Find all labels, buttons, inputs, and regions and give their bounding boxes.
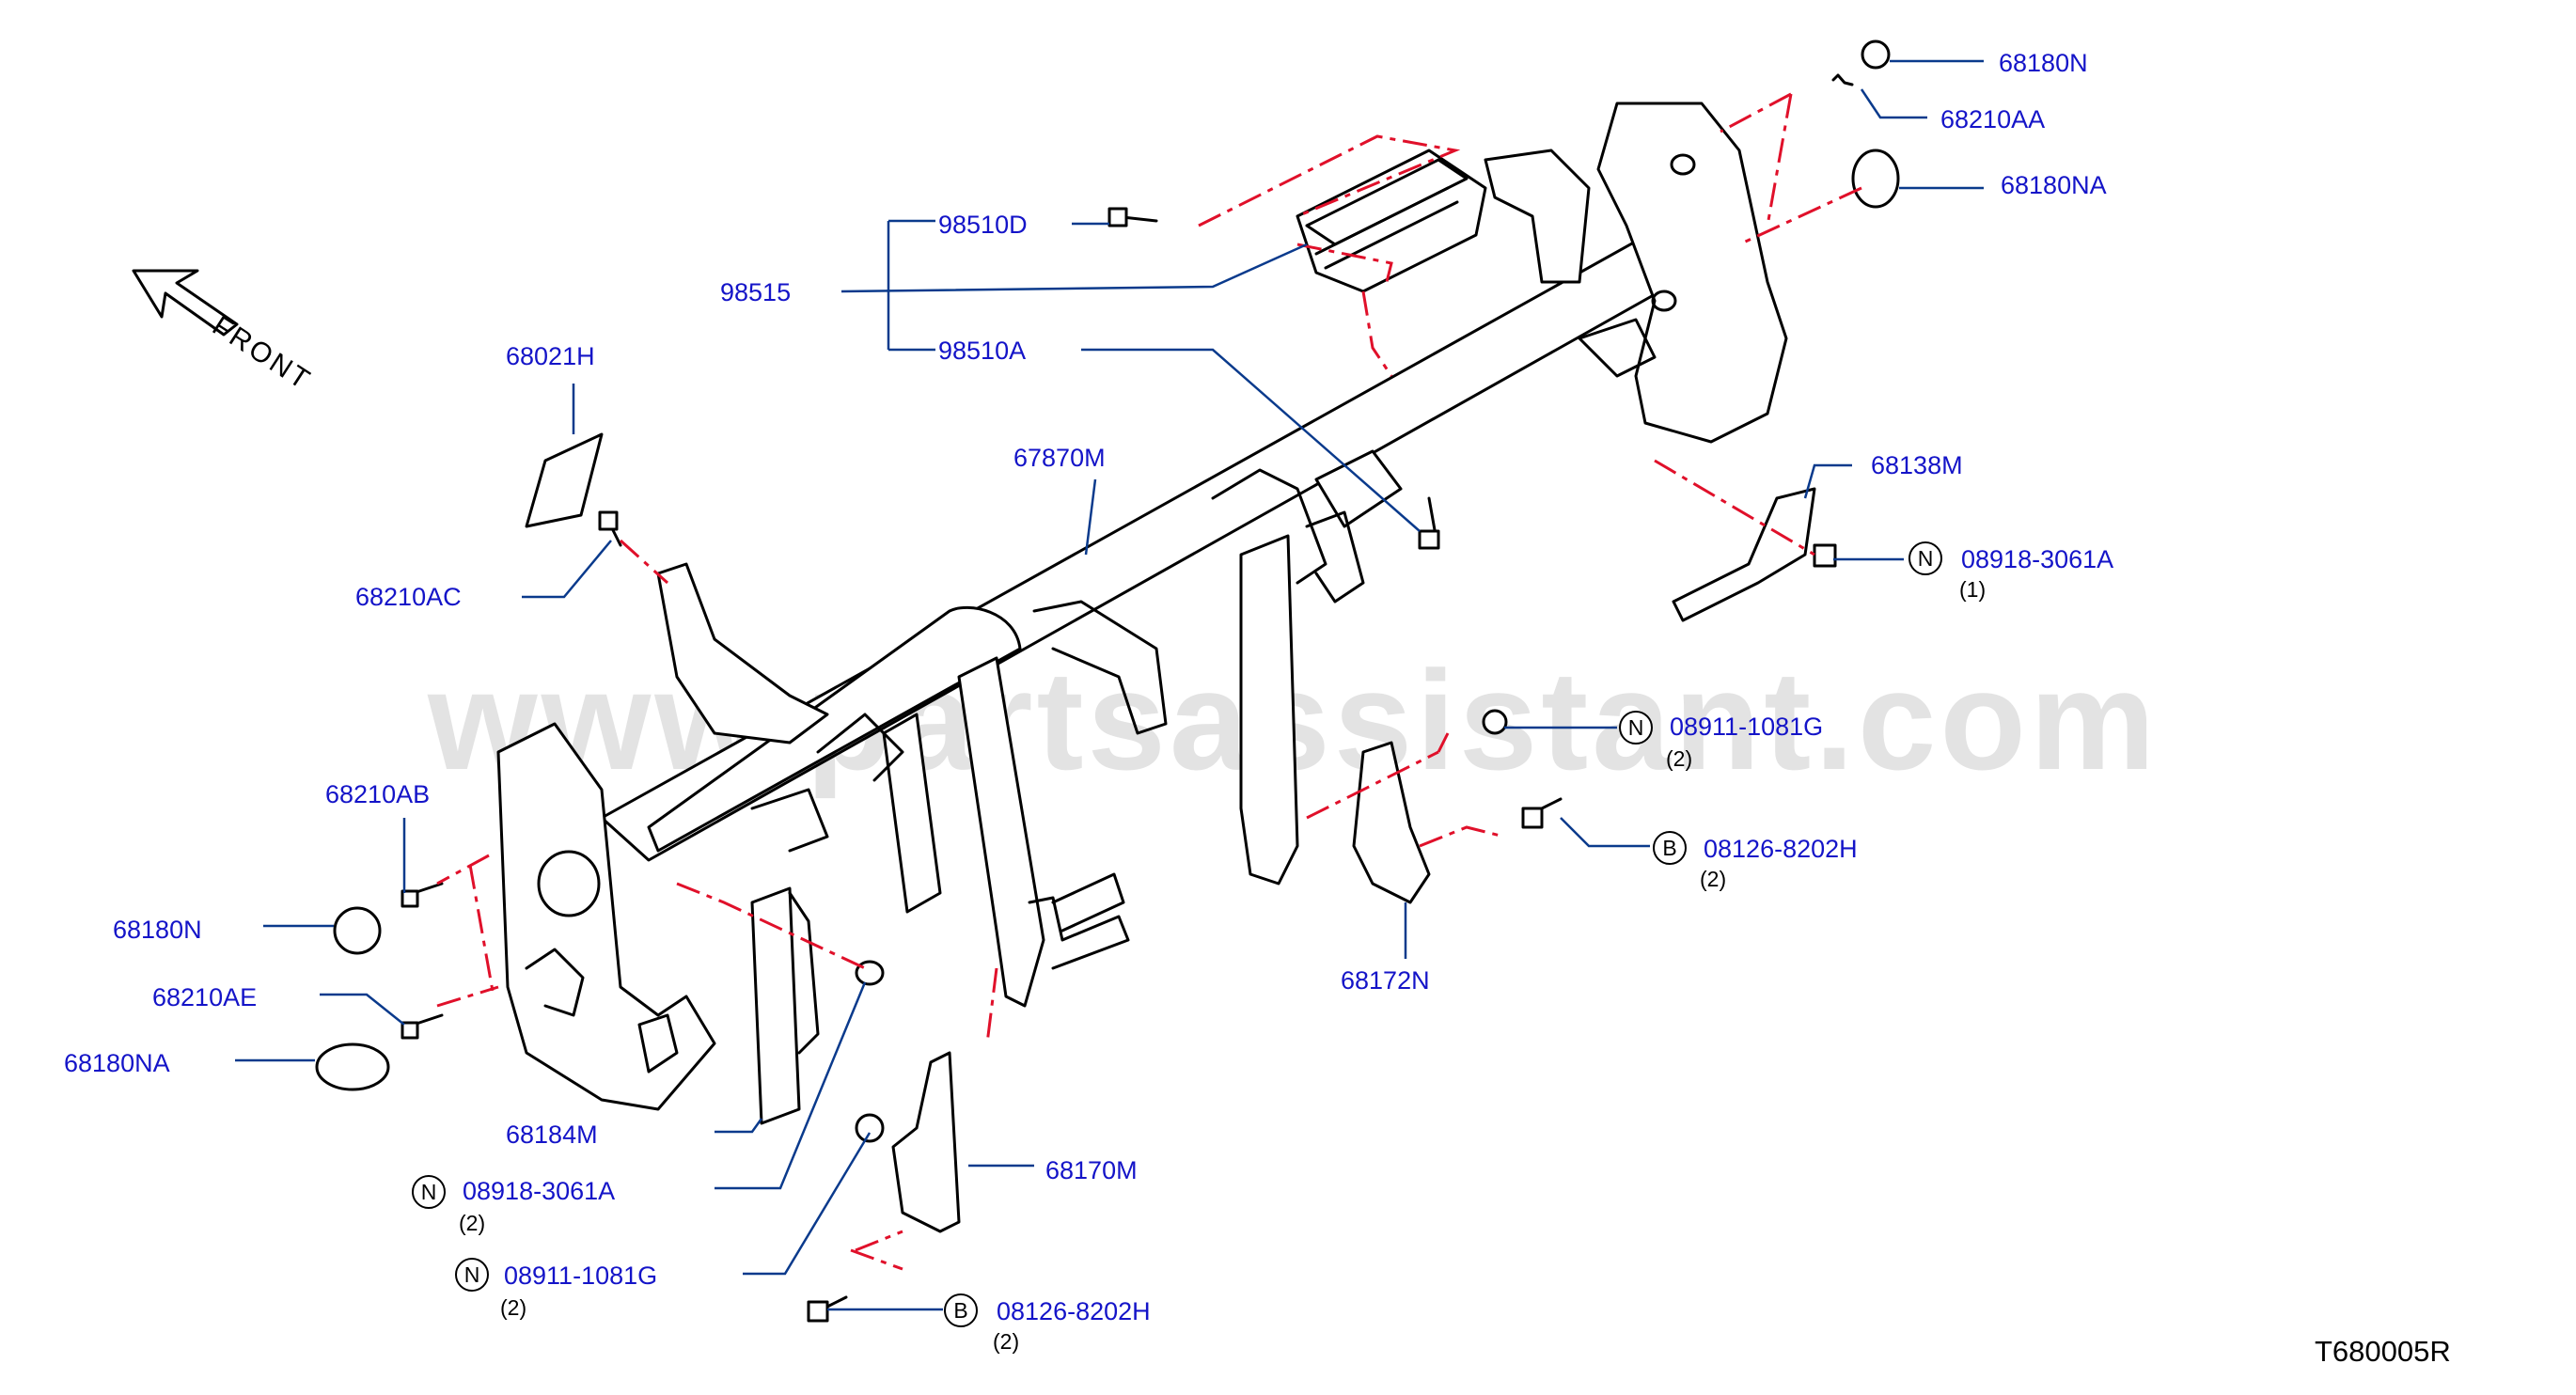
part-68210AA: 68210AA [1940,105,2046,133]
part-67870M: 67870M [1013,444,1106,472]
part-08911-1081G-right: 08911-1081G [1670,713,1824,741]
part-08918-3061A-right: 08918-3061A [1961,545,2114,573]
steering-member-beam [600,224,1712,862]
bolt-icon [401,73,1854,1323]
part-98510D: 98510D [938,211,1028,239]
part-68170M: 68170M [1045,1156,1138,1184]
part-08126-8202H-right: 08126-8202H [1704,835,1858,863]
center-stay-right [1211,468,1365,886]
bracket-68138M [1672,487,1816,622]
bracket-68184M [750,886,801,1125]
part-68180N-top: 68180N [1999,49,2088,77]
n-badge-08911-left: N [455,1258,489,1292]
left-side-bracket [496,562,829,1111]
part-68210AC: 68210AC [355,583,462,611]
part-08126-8202H-left: 08126-8202H [997,1297,1151,1325]
n-badge-08918-left: N [412,1175,446,1209]
part-98515: 98515 [720,278,792,306]
part-08918-3061A-left: 08918-3061A [463,1177,616,1205]
part-68138M: 68138M [1871,451,1963,479]
n-badge-08918-right: N [1908,541,1942,575]
airbag-module [1296,149,1487,293]
part-68021H: 68021H [506,342,595,370]
n-badge-08911-right: N [1619,711,1653,745]
leader-lines [235,59,1984,1311]
part-68210AE: 68210AE [152,983,258,1011]
part-68180NA-top: 68180NA [2001,171,2107,199]
qty-08918-right: (1) [1959,577,1987,602]
b-badge-08126-right: B [1653,831,1687,865]
nut-icon [855,543,1837,1143]
part-68210AB: 68210AB [325,780,431,808]
qty-08918-left: (2) [459,1211,486,1235]
b-badge-08126-left: B [944,1293,978,1327]
phantom-lines [436,92,1862,1271]
grommet-icon [315,39,1900,1091]
qty-08126-right: (2) [1700,867,1727,891]
plate-68021H [525,432,604,528]
part-68180N-left: 68180N [113,916,202,944]
part-08911-1081G-left: 08911-1081G [504,1262,658,1290]
bracket-68170M [891,1051,961,1233]
diagram-code: T680005R [2315,1335,2451,1368]
part-98510A: 98510A [938,337,1027,365]
right-side-bracket [1484,102,1788,444]
qty-08911-left: (2) [500,1295,527,1320]
center-stay-left [957,656,1130,1008]
qty-08911-right: (2) [1666,746,1693,771]
qty-08126-left: (2) [993,1329,1020,1354]
bracket-68172N [1352,741,1431,904]
front-arrow-icon [132,269,239,337]
part-68180NA-left: 68180NA [64,1049,170,1077]
part-68184M: 68184M [506,1121,598,1149]
center-bracket-small [750,600,1168,914]
part-68172N: 68172N [1341,966,1430,995]
